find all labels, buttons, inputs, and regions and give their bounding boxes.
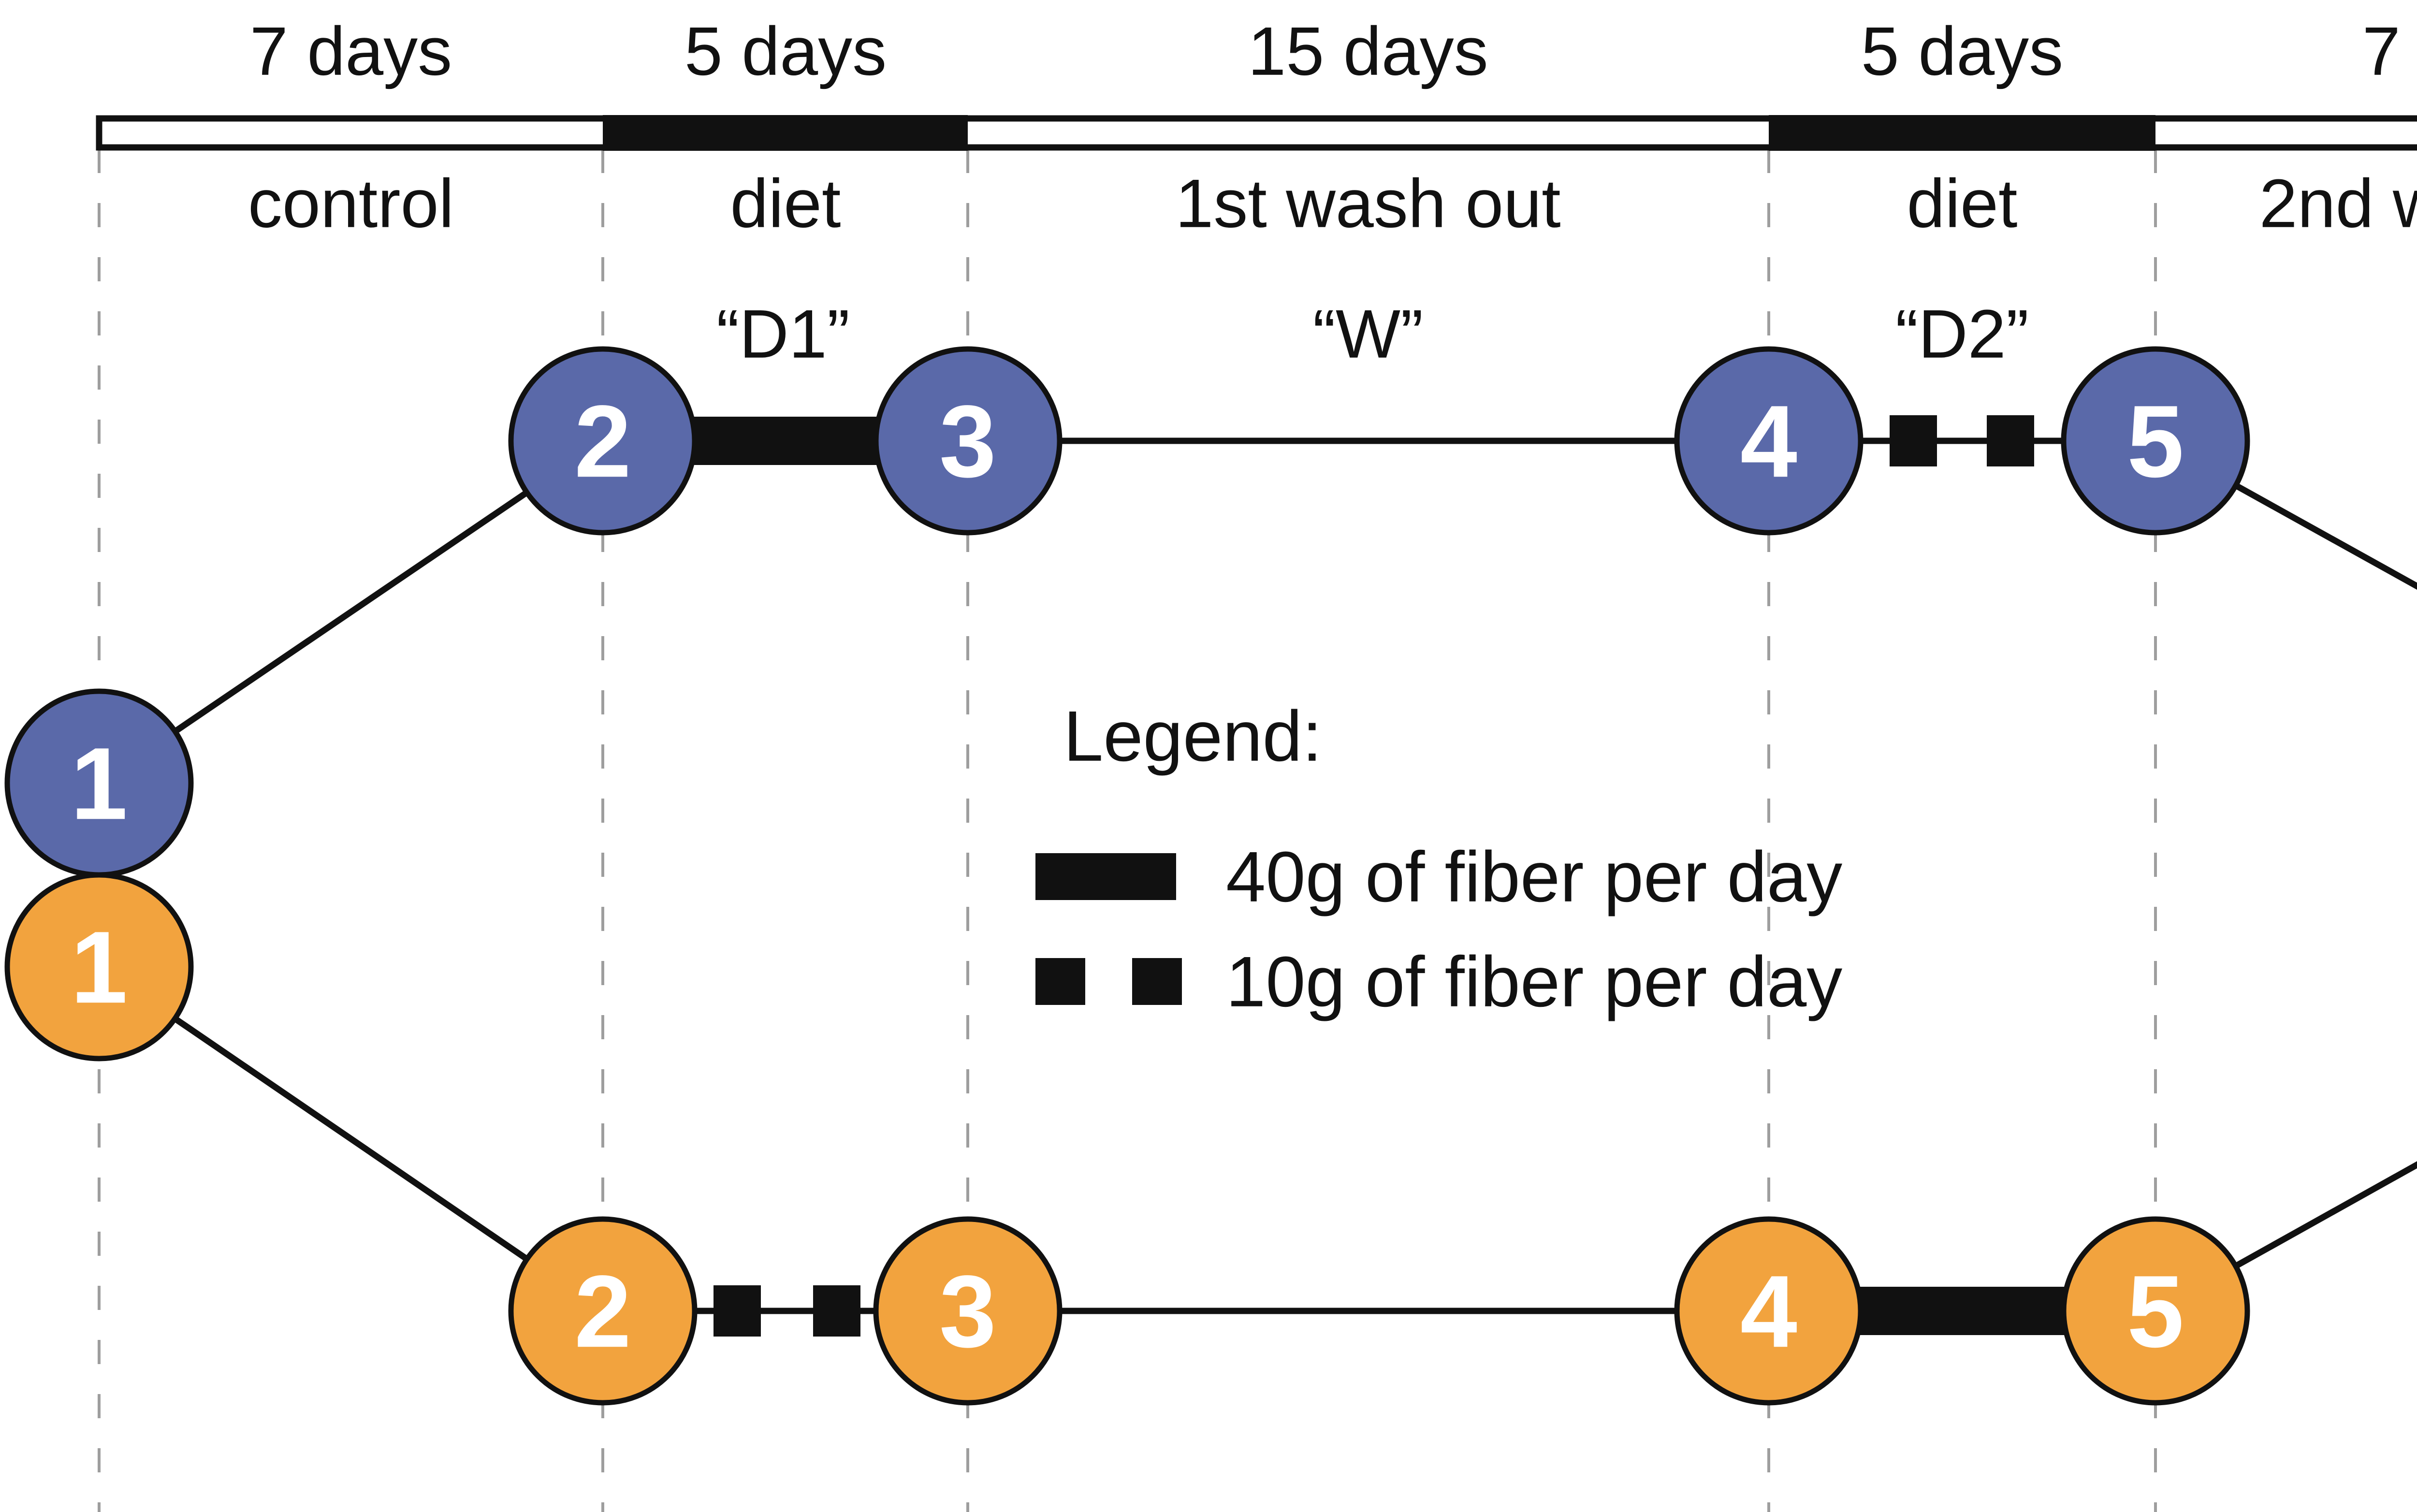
visit-number: 2 [574,384,631,498]
duration-label: 5 days [684,13,887,90]
visit-node-orange-4 [1674,1216,1864,1406]
legend-title: Legend: [1063,697,1322,776]
duration-label: 7 days [2362,13,2417,90]
visit-node-orange-2 [508,1216,698,1406]
visit-node-blue-2 [508,346,698,536]
visit-number: 3 [939,384,996,498]
low-fiber-square-orange-a [713,1285,761,1337]
interval-code-label-w: “W” [1313,296,1424,373]
visit-node-blue-3 [873,346,1063,536]
visit-node-blue-4 [1674,346,1864,536]
diet-segment-2 [1769,115,2155,151]
visit-number: 3 [939,1254,996,1368]
duration-label: 7 days [250,13,452,90]
orange-arm-nodes: 1 2 3 4 5 6 [4,872,2250,1406]
duration-labels: 7 days 5 days 15 days 5 days 7 days [250,13,2417,90]
diet-segment-1 [603,115,968,151]
interval-code-labels: “D1” “W” “D2” [716,296,2029,373]
visit-number: 4 [1740,1254,1797,1368]
duration-label: 5 days [1861,13,2063,90]
low-fiber-square-blue-a [1890,415,1937,466]
phase-label: diet [1907,165,2018,242]
connector-line-orange-1-2 [97,964,605,1314]
connector-line-orange-5-6 [2154,1161,2417,1314]
visit-number: 2 [574,1254,631,1368]
visit-node-orange-1 [4,872,194,1061]
interval-code-label-d1: “D1” [716,296,850,373]
visit-number: 5 [2127,1254,2184,1368]
visit-number: 1 [71,726,128,841]
legend-swatch-40g-bar [1035,853,1176,900]
visit-node-orange-3 [873,1216,1063,1406]
visit-number: 5 [2127,384,2184,498]
visit-node-blue-5 [2061,346,2250,536]
phase-label: control [248,165,454,242]
phase-labels: control diet 1st wash out diet 2nd wash … [248,165,2417,242]
visit-node-orange-5 [2061,1216,2250,1406]
legend-swatch-10g-square-b [1132,958,1182,1005]
timeline-bar [96,115,2417,151]
visit-number: 1 [71,910,128,1024]
legend: Legend: 40g of fiber per day 10g of fibe… [1035,697,1842,1022]
phase-label: 2nd wash out [2259,165,2417,242]
legend-swatch-10g-square-a [1035,958,1085,1005]
connector-line-blue-5-6 [2154,438,2417,590]
low-fiber-square-blue-b [1987,415,2034,466]
interval-code-label-d2: “D2” [1895,296,2029,373]
visit-number: 4 [1740,384,1797,498]
low-fiber-square-orange-b [813,1285,860,1337]
legend-label-40g: 40g of fiber per day [1226,837,1842,917]
blue-arm-nodes: 1 2 3 4 5 6 [4,346,2250,878]
phase-label: 1st wash out [1175,165,1560,242]
connector-line-blue-1-2 [97,438,605,786]
legend-label-10g: 10g of fiber per day [1226,942,1842,1022]
duration-label: 15 days [1248,13,1488,90]
phase-label: diet [730,165,841,242]
